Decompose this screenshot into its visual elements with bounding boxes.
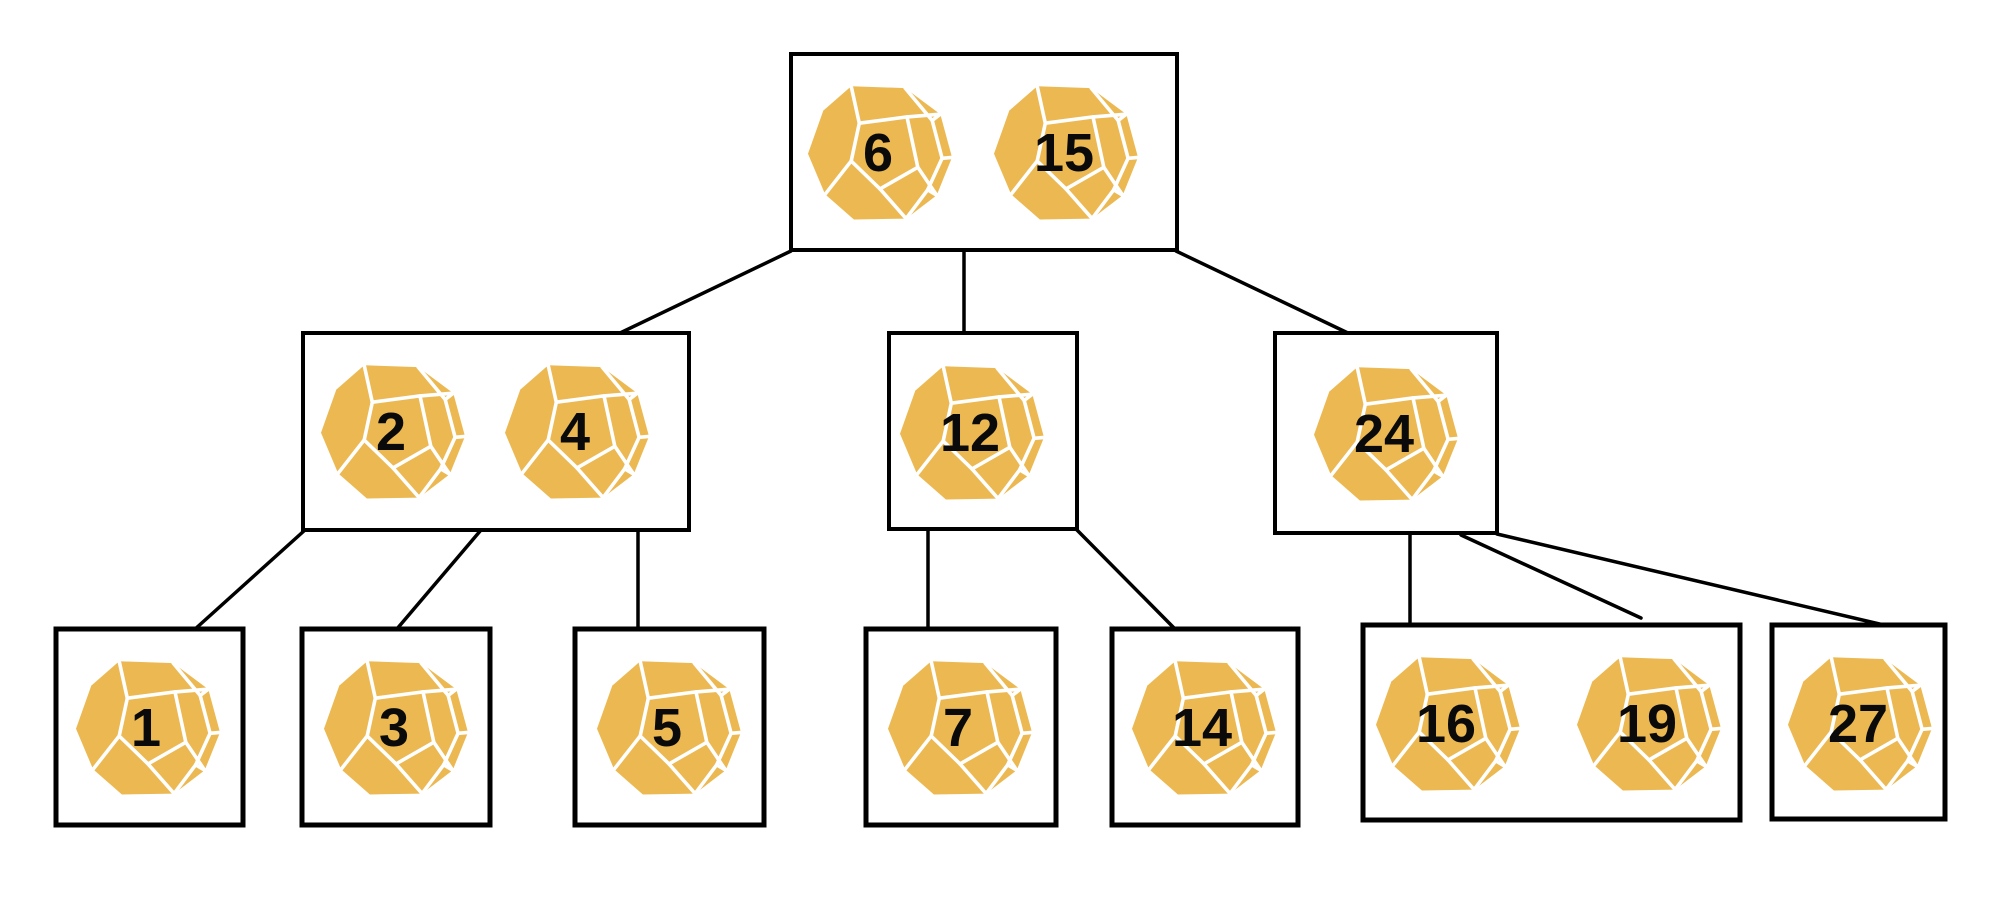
die-number: 19 [1617, 694, 1677, 754]
tree-node-leaf-1: 1 [53, 626, 246, 828]
edge-node-24-to-leaf-16-19-right [1459, 533, 1643, 620]
tree-node-leaf-5: 5 [572, 626, 767, 828]
die-number: 24 [1354, 404, 1414, 464]
die-number: 16 [1416, 694, 1476, 754]
edge-node-2-4-to-leaf-3 [394, 528, 483, 632]
edge-root-to-node-24 [1174, 249, 1352, 336]
tree-node-root: 6 15 [789, 52, 1179, 252]
edge-node-24-to-leaf-27 [1495, 532, 1890, 628]
die-number: 2 [376, 402, 406, 462]
tree-node-node-24: 24 [1273, 331, 1499, 535]
tree-node-leaf-7: 7 [863, 626, 1059, 828]
die-number: 27 [1828, 694, 1888, 754]
die-number: 15 [1034, 123, 1094, 183]
tree-node-leaf-3: 3 [299, 626, 493, 828]
tree-node-leaf-27: 27 [1769, 622, 1948, 822]
tree-node-leaf-14: 14 [1109, 626, 1301, 828]
edge-node-12-to-leaf-14 [1074, 527, 1178, 632]
die-number: 7 [943, 698, 973, 758]
die-number: 12 [940, 403, 1000, 463]
edges-layer [192, 249, 1890, 632]
die-number: 14 [1172, 698, 1232, 758]
die-number: 4 [560, 402, 590, 462]
edge-root-to-node-2-4 [616, 249, 793, 336]
die-number: 5 [652, 698, 682, 758]
die-number: 3 [379, 698, 409, 758]
edge-node-2-4-to-leaf-1 [192, 528, 307, 632]
die-number: 6 [863, 123, 893, 183]
tree-node-node-12: 12 [887, 331, 1079, 531]
die-number: 1 [131, 698, 161, 758]
